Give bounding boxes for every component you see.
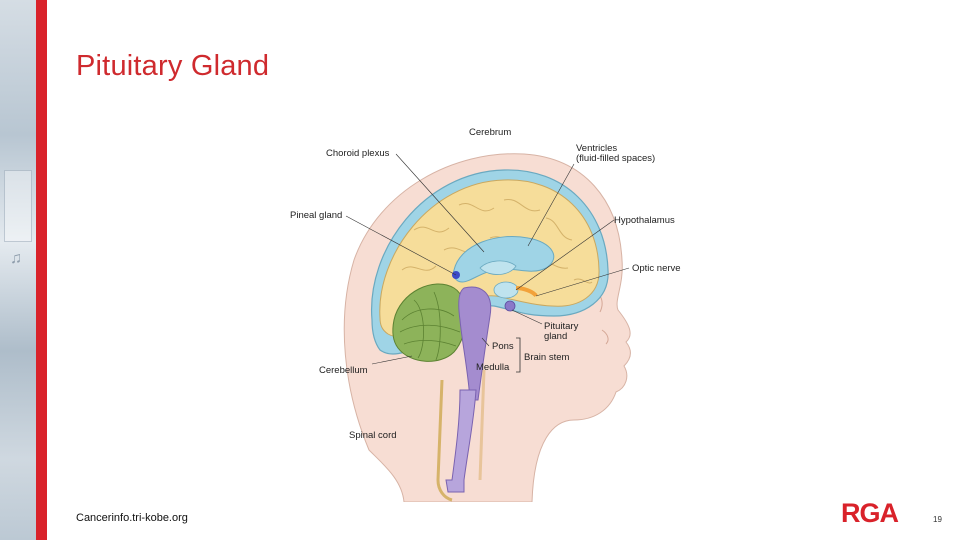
spinal-cord [445, 389, 477, 493]
slide-title: Pituitary Gland [76, 50, 270, 82]
label-medulla: Medulla [476, 362, 510, 373]
ventricles [453, 236, 555, 283]
label-cerebellum: Cerebellum [319, 365, 368, 376]
label-ventricles-2: (fluid-filled spaces) [576, 153, 655, 164]
label-pituitary-1: Pituitary [544, 321, 579, 332]
svg-text:RGA: RGA [841, 498, 899, 526]
strip-decor-panel [4, 170, 32, 242]
label-ventricles-1: Ventricles [576, 143, 617, 154]
label-cerebrum: Cerebrum [469, 127, 511, 138]
label-hypothalamus: Hypothalamus [614, 215, 675, 226]
label-pineal-gland: Pineal gland [290, 210, 342, 221]
label-spinal-cord: Spinal cord [349, 430, 397, 441]
pituitary-gland [504, 300, 516, 312]
label-pituitary-2: gland [544, 331, 567, 342]
label-optic-nerve: Optic nerve [632, 263, 681, 274]
side-decor-strip: ♫ [0, 0, 36, 540]
brain-anatomy-figure: Cerebrum Choroid plexus Ventricles (flui… [290, 127, 681, 502]
rga-logo: RGA [841, 498, 900, 526]
label-choroid-plexus: Choroid plexus [326, 148, 390, 159]
accent-bar [36, 0, 47, 540]
hypothalamus [493, 281, 519, 299]
label-brain-stem: Brain stem [524, 352, 569, 363]
source-credit: Cancerinfo.tri-kobe.org [76, 512, 188, 524]
label-pons: Pons [492, 341, 514, 352]
music-note-icon: ♫ [10, 250, 22, 267]
brain-stem [458, 286, 492, 401]
optic-nerve [515, 286, 538, 298]
page-number: 19 [933, 515, 942, 524]
